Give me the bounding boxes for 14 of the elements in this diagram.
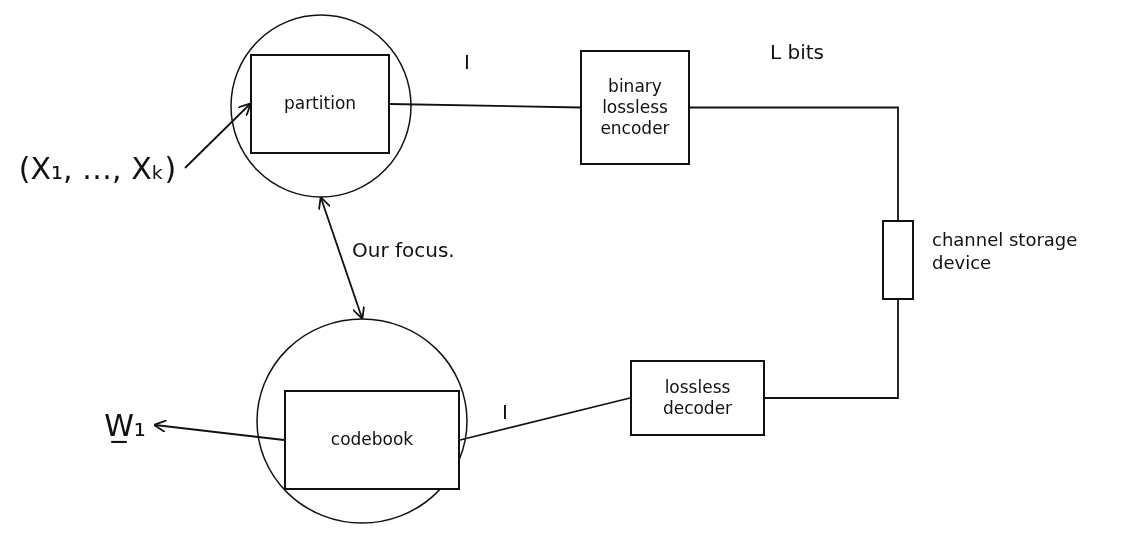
arrow xyxy=(153,419,285,441)
decoder-box: lossless decoder xyxy=(630,360,765,436)
output-symbol-text: W̲₁ xyxy=(95,400,155,450)
encoder-box: binary lossless encoder xyxy=(580,50,690,165)
connector-line xyxy=(459,397,631,441)
arrow xyxy=(318,196,365,320)
connector-line xyxy=(689,106,899,221)
process-box: codebook xyxy=(284,390,460,490)
connector-line xyxy=(389,103,581,109)
device-label: channel storage device xyxy=(932,228,1079,275)
input-tuple-text: (X₁, …, Xₖ) xyxy=(10,140,185,196)
arrow xyxy=(184,102,252,169)
connector-line xyxy=(764,299,899,399)
process-box: partition xyxy=(250,54,390,154)
